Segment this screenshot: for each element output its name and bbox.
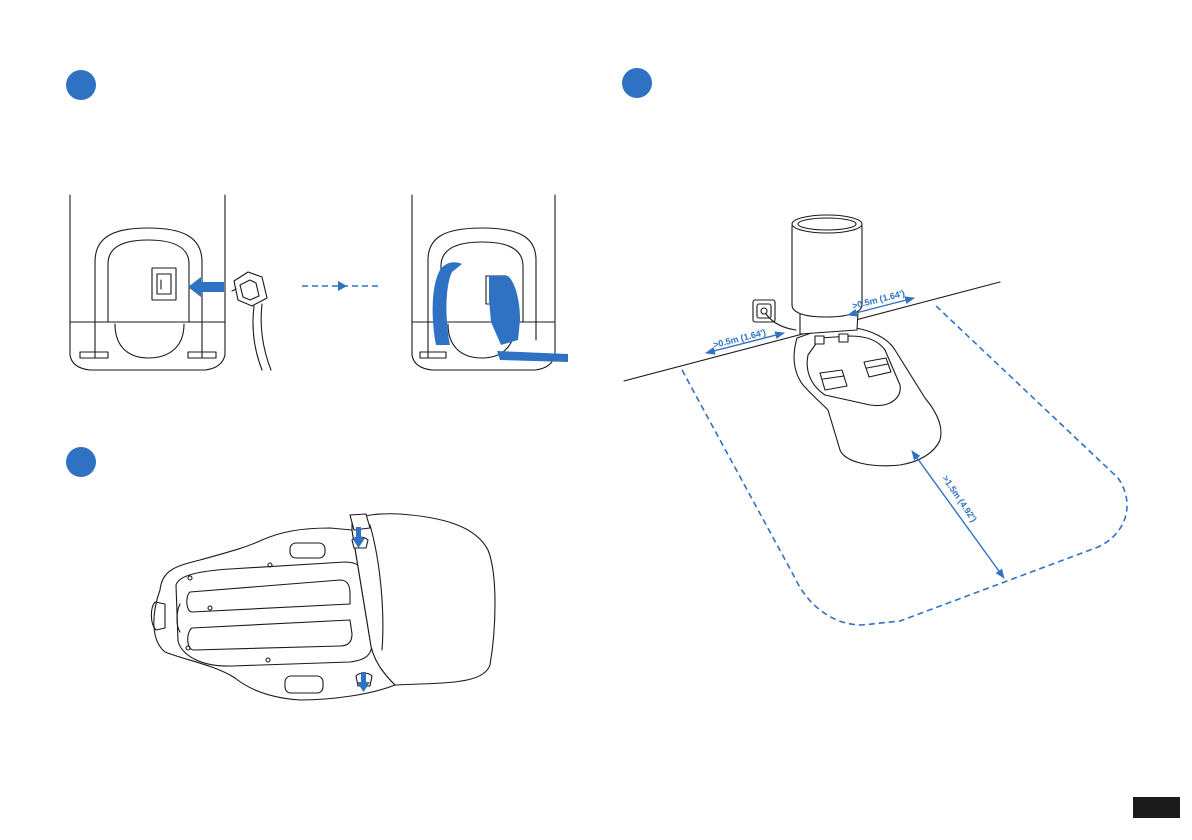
step-marker-3-icon bbox=[66, 447, 96, 477]
mower-cover-illustration bbox=[151, 514, 495, 700]
charging-station-icon bbox=[792, 215, 941, 466]
dimension-arrow-front bbox=[912, 451, 1004, 578]
dock-rear-port-illustration bbox=[70, 195, 271, 370]
plug-seated-highlight bbox=[489, 276, 520, 345]
dimension-label-side-left: >0.5m (1.64') bbox=[712, 327, 767, 350]
cable-channel-left-highlight bbox=[433, 262, 462, 345]
arrow-left-icon bbox=[188, 277, 224, 297]
dashed-arrow-right-icon bbox=[302, 281, 378, 291]
page-number-box bbox=[1133, 797, 1180, 818]
clearance-zone-outline bbox=[682, 305, 1127, 625]
power-port-icon bbox=[152, 268, 176, 300]
step-marker-1-icon bbox=[66, 70, 96, 100]
wall-outlet-icon bbox=[753, 300, 796, 330]
step-marker-2-icon bbox=[622, 68, 652, 98]
station-placement-illustration: >0.5m (1.64') >0.5m (1.64') >1.5m (4.92'… bbox=[624, 215, 1127, 625]
power-plug-icon bbox=[232, 272, 271, 370]
dock-rear-cable-routed-illustration bbox=[412, 195, 568, 370]
cable-exit-highlight bbox=[497, 351, 568, 362]
